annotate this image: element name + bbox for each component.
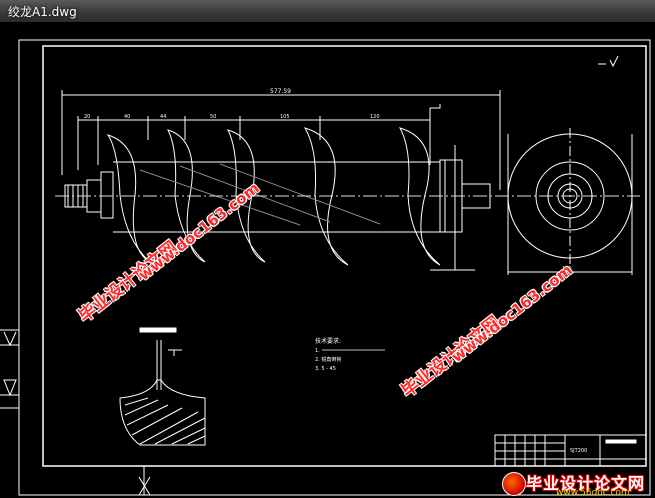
dim-120: 120 bbox=[370, 114, 380, 120]
roughness-symbol bbox=[598, 55, 619, 68]
inner-border bbox=[42, 45, 647, 467]
window-title: 绞龙A1.dwg bbox=[8, 5, 77, 19]
tube-edge bbox=[139, 163, 381, 226]
logo-url: www.56doc.com bbox=[556, 488, 630, 498]
dim-105: 105 bbox=[280, 114, 290, 120]
dim-overall: 577.59 bbox=[270, 88, 291, 95]
dim-50: 50 bbox=[210, 114, 216, 120]
flight bbox=[167, 129, 206, 263]
part-no: SJT200 bbox=[570, 448, 587, 454]
flight bbox=[227, 129, 266, 263]
drawing-svg: 577.59 20 40 44 50 105 120 bbox=[0, 39, 651, 496]
section-hatch bbox=[124, 397, 206, 445]
notes-line2: 2. 锐角倒钝 bbox=[315, 356, 341, 363]
flight bbox=[106, 134, 151, 263]
detail-section bbox=[119, 379, 206, 446]
notes-line1: 1. bbox=[315, 348, 320, 354]
notes-heading: 技术要求: bbox=[315, 337, 341, 345]
dim-44: 44 bbox=[160, 114, 166, 120]
edge-mark bbox=[3, 331, 17, 347]
detail-label-bar bbox=[139, 327, 177, 333]
flight bbox=[398, 127, 441, 266]
logo-text: 毕业设计论文网 bbox=[526, 474, 646, 493]
leader bbox=[430, 104, 441, 109]
site-logo[interactable]: 毕业设计论文网 www.56doc.com bbox=[500, 470, 655, 498]
tb-bar bbox=[605, 439, 637, 444]
end-view-circle bbox=[535, 161, 605, 231]
logo-emblem-icon bbox=[502, 472, 526, 496]
cad-canvas[interactable]: 577.59 20 40 44 50 105 120 bbox=[0, 22, 655, 498]
roughness-mark bbox=[168, 349, 182, 356]
outer-border bbox=[18, 39, 651, 496]
edge-mark bbox=[3, 379, 17, 397]
dim-40: 40 bbox=[124, 114, 130, 120]
dim-160: 160 bbox=[562, 266, 572, 272]
flight bbox=[303, 127, 349, 266]
dim-20: 20 bbox=[84, 114, 90, 120]
notes-line3: 3. 5 - 45 bbox=[315, 366, 336, 372]
title-bar: 绞龙A1.dwg bbox=[0, 0, 655, 23]
shaft-step bbox=[100, 171, 114, 219]
